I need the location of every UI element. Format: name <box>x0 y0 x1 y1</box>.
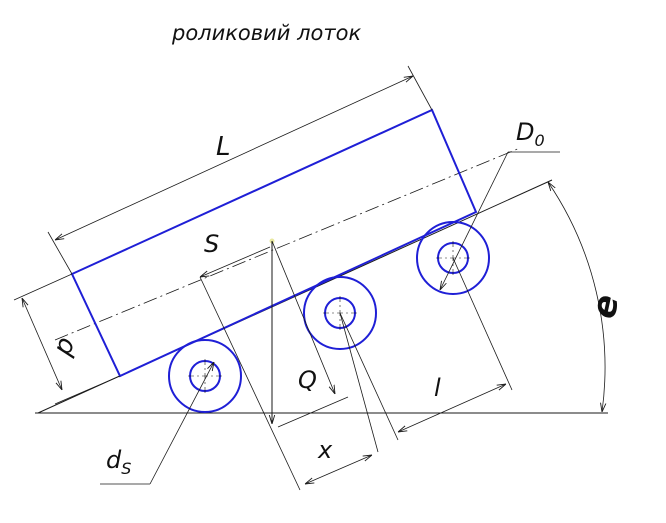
label-l: l <box>434 374 441 402</box>
tray-body <box>70 108 478 378</box>
roller-middle <box>303 276 377 350</box>
dimension-angle: e <box>548 182 628 412</box>
leader-ds: dS <box>100 362 214 485</box>
dimension-l: l <box>339 257 513 441</box>
load-vector: Q <box>270 238 336 424</box>
dimension-S: S <box>200 230 301 491</box>
dimension-p: p <box>13 273 121 405</box>
dimension-L: L <box>47 65 433 275</box>
diagram-title: роликовий лоток <box>171 21 361 45</box>
tray-axis-line <box>54 147 521 341</box>
label-p: p <box>47 333 81 360</box>
label-ds: dS <box>106 446 131 478</box>
label-D0: D0 <box>516 118 545 150</box>
label-x: x <box>317 436 333 464</box>
dimension-x: x <box>277 312 379 484</box>
label-Q: Q <box>298 366 317 394</box>
label-S: S <box>204 230 219 258</box>
roller-left <box>168 339 242 413</box>
label-L: L <box>216 132 231 162</box>
leader-D0: D0 <box>440 118 560 290</box>
label-angle: e <box>584 291 628 322</box>
